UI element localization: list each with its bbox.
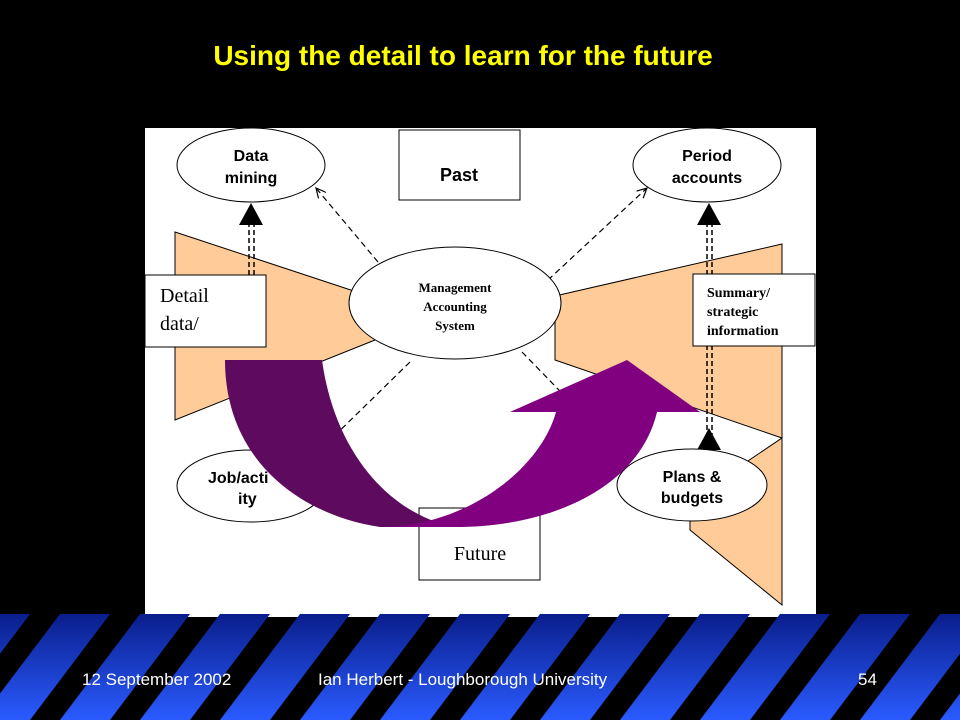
footer-stripe [540, 614, 670, 720]
summary-label-1: Summary/ [707, 286, 771, 301]
summary-label-3: information [707, 324, 779, 339]
mas-ellipse [348, 246, 562, 360]
past-box [398, 129, 521, 201]
footer-stripe [620, 614, 750, 720]
curved-arrow-descending [225, 360, 455, 527]
footer-stripe [460, 614, 590, 720]
data-mining-ellipse [176, 127, 326, 203]
job-activity-label-2: ity [238, 491, 257, 508]
up-arrow-plans [697, 428, 721, 450]
footer-stripe [940, 693, 960, 720]
footer-date: 12 September 2002 [82, 670, 232, 689]
curved-arrow-ascending [380, 360, 700, 527]
footer-band [0, 614, 960, 720]
data-mining-label-1: Data [234, 148, 269, 165]
footer-author: Ian Herbert - Loughborough University [318, 670, 608, 689]
plans-budgets-ellipse [616, 448, 768, 522]
footer-stripe [0, 614, 30, 654]
footer-stripe [0, 614, 110, 720]
dashed-connectors [248, 222, 713, 450]
period-accounts-label-2: accounts [672, 170, 742, 187]
footer-stripe [60, 614, 190, 720]
footer-stripe [300, 614, 430, 720]
footer-stripe [860, 614, 960, 720]
footer-page-number: 54 [858, 670, 877, 689]
up-arrow-period-accounts [697, 203, 721, 225]
future-label: Future [454, 543, 506, 565]
footer-stripe [780, 614, 910, 720]
period-accounts-ellipse [632, 127, 782, 203]
detail-data-label-1: Detail [160, 285, 209, 307]
data-mining-label-2: mining [225, 170, 277, 187]
plans-budgets-label-2: budgets [661, 490, 723, 507]
detail-data-box [144, 274, 267, 348]
mas-label-2: Accounting [423, 299, 487, 314]
footer-stripe [220, 614, 350, 720]
mas-label-3: System [435, 318, 475, 333]
mas-label-1: Management [419, 280, 493, 295]
slide-title: Using the detail to learn for the future [213, 40, 713, 71]
footer-stripe [140, 614, 270, 720]
up-arrow-data-mining [239, 203, 263, 225]
summary-box [692, 273, 816, 347]
footer-stripe [700, 614, 830, 720]
past-label: Past [440, 165, 478, 185]
detail-data-label-2: data/ [160, 313, 199, 335]
plans-budgets-label-1: Plans & [663, 469, 722, 486]
job-activity-label-1: Job/acti [208, 470, 268, 487]
period-accounts-label-1: Period [682, 148, 732, 165]
summary-label-2: strategic [707, 305, 758, 320]
footer-stripe [380, 614, 510, 720]
